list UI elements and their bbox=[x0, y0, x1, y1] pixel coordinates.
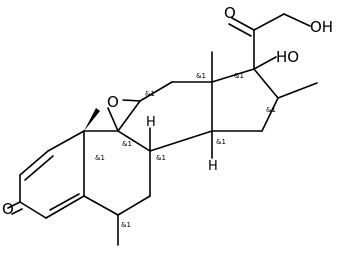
stereo-tag: &1 bbox=[196, 72, 206, 80]
stereo-tag: &1 bbox=[266, 106, 276, 114]
ketone-oxygen-c20: O bbox=[224, 4, 236, 22]
ring-a bbox=[7, 130, 85, 219]
hydrogen-c14: H bbox=[208, 159, 218, 174]
ring-b bbox=[83, 130, 151, 246]
ring-c bbox=[84, 51, 213, 152]
stereo-tag: &1 bbox=[145, 90, 155, 98]
stereo-tag: &1 bbox=[121, 221, 131, 229]
ketone-oxygen-c3: O bbox=[2, 200, 14, 218]
stereo-tag: &1 bbox=[122, 140, 132, 148]
ring-d bbox=[211, 68, 318, 132]
stereo-tags: &1 &1 &1 &1 &1 &1 &1 &1 &1 bbox=[95, 72, 276, 229]
stereo-tag: &1 bbox=[95, 154, 105, 162]
epoxide-oxygen: O bbox=[107, 93, 119, 111]
stereo-tag: &1 bbox=[234, 72, 244, 80]
hydroxyl-c17: HO bbox=[276, 48, 299, 66]
stereo-tag: &1 bbox=[156, 154, 166, 162]
hydrogen-c8: H bbox=[146, 115, 156, 130]
hydroxyl-c21: OH bbox=[310, 18, 333, 36]
side-chain bbox=[228, 13, 311, 70]
stereo-tag: &1 bbox=[216, 138, 226, 146]
stereo-hydrogens bbox=[149, 127, 213, 159]
